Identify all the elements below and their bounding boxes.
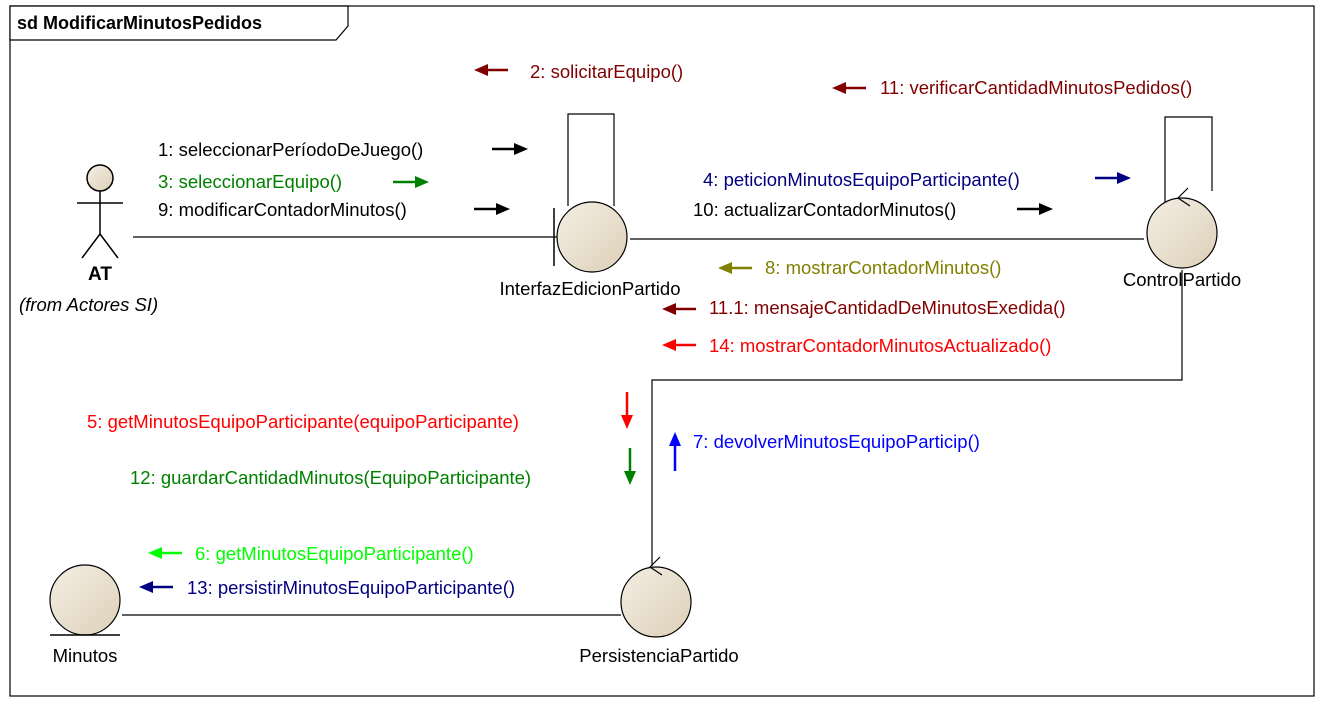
entity-icon bbox=[49, 564, 121, 636]
message-label: 12: guardarCantidadMinutos(EquipoPartici… bbox=[130, 467, 531, 488]
message-label: 4: peticionMinutosEquipoParticipante() bbox=[703, 169, 1020, 190]
arrow-up-m7 bbox=[669, 432, 681, 471]
message-label: 13: persistirMinutosEquipoParticipante() bbox=[187, 577, 515, 598]
control-icon bbox=[620, 566, 692, 638]
actor-head bbox=[86, 164, 114, 192]
frame-title-tab bbox=[9, 5, 349, 41]
frame-title: sd ModificarMinutosPedidos bbox=[17, 13, 262, 33]
arrow-left-m8 bbox=[718, 262, 752, 274]
self-link-interfaz bbox=[567, 113, 615, 206]
arrow-right-m3 bbox=[393, 176, 429, 188]
message-label: 9: modificarContadorMinutos() bbox=[158, 199, 407, 220]
boundary-object-interfaz bbox=[553, 201, 628, 273]
message-label: 11: verificarCantidadMinutosPedidos() bbox=[880, 77, 1192, 98]
actor-name: AT bbox=[88, 264, 112, 285]
links bbox=[122, 113, 1213, 616]
arrow-right-m10 bbox=[1017, 203, 1053, 215]
arrow-left-m14 bbox=[662, 339, 696, 351]
actor-subtitle: (from Actores SI) bbox=[19, 294, 158, 315]
message-label: 10: actualizarContadorMinutos() bbox=[693, 199, 956, 220]
arrow-left-m13 bbox=[139, 581, 173, 593]
message-label: 2: solicitarEquipo() bbox=[530, 61, 683, 82]
arrow-right-m4 bbox=[1095, 172, 1131, 184]
link-control-persistencia bbox=[651, 270, 1183, 566]
arrow-right-m9 bbox=[474, 203, 510, 215]
message-label: 7: devolverMinutosEquipoParticip() bbox=[693, 431, 980, 452]
message-label: 8: mostrarContadorMinutos() bbox=[765, 257, 1001, 278]
self-link-control bbox=[1164, 116, 1213, 204]
message-label: 5: getMinutosEquipoParticipante(equipoPa… bbox=[87, 411, 519, 432]
object-label-control: ControlPartido bbox=[1123, 269, 1241, 290]
object-label-persistencia: PersistenciaPartido bbox=[579, 645, 738, 666]
arrow-left-m6 bbox=[148, 547, 182, 559]
message-label: 6: getMinutosEquipoParticipante() bbox=[195, 543, 474, 564]
arrow-down-m12 bbox=[624, 448, 636, 485]
actor-at bbox=[77, 164, 123, 259]
boundary-icon bbox=[556, 201, 628, 273]
object-label-minutos: Minutos bbox=[53, 645, 118, 666]
arrow-down-m5 bbox=[621, 392, 633, 429]
control-object-controlpartido bbox=[1146, 187, 1218, 269]
arrow-left-m11 bbox=[832, 82, 866, 94]
control-object-persistencia bbox=[620, 556, 692, 638]
message-label: 11.1: mensajeCantidadDeMinutosExedida() bbox=[709, 297, 1066, 318]
entity-object-minutos bbox=[49, 564, 121, 636]
arrow-left-m2 bbox=[474, 64, 508, 76]
control-icon bbox=[1146, 197, 1218, 269]
message-label: 1: seleccionarPeríodoDeJuego() bbox=[158, 139, 423, 160]
object-label-interfaz: InterfazEdicionPartido bbox=[500, 278, 681, 299]
message-label: 14: mostrarContadorMinutosActualizado() bbox=[709, 335, 1051, 356]
arrow-left-m11-1 bbox=[662, 303, 696, 315]
message-label: 3: seleccionarEquipo() bbox=[158, 171, 342, 192]
arrow-right-m1 bbox=[492, 143, 528, 155]
